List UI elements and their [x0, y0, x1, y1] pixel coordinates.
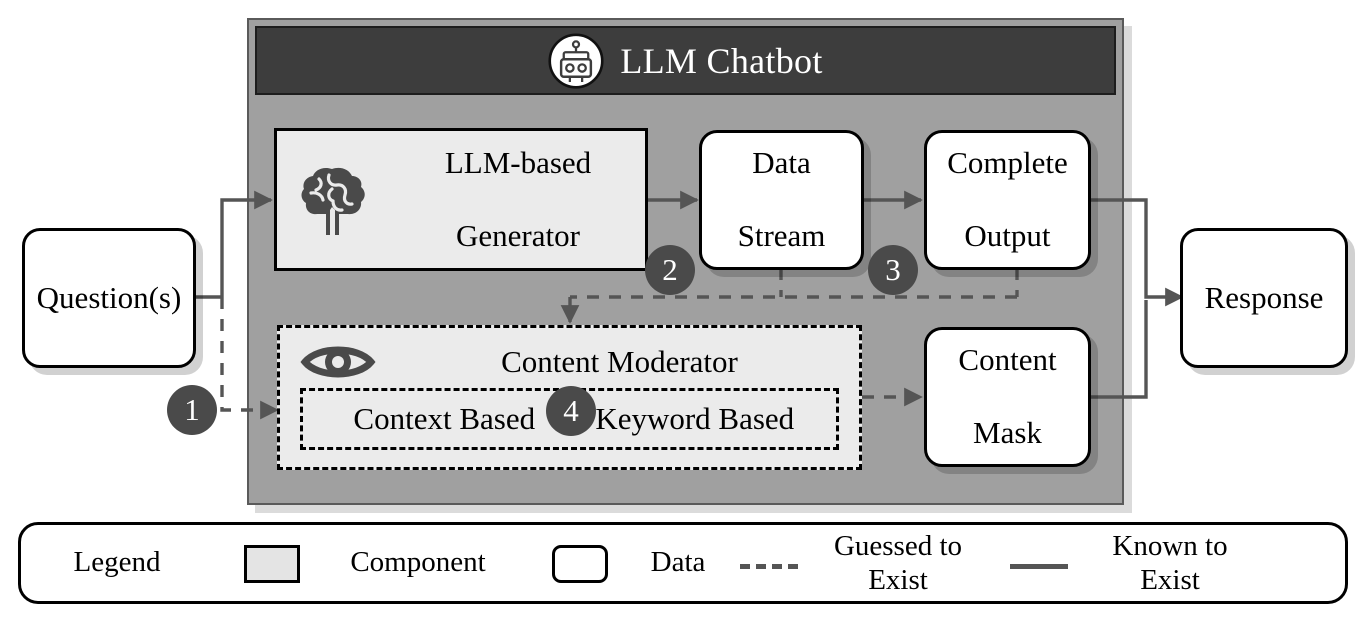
legend-guessed-label-line1: Guessed to: [833, 530, 963, 562]
legend-title: Legend: [73, 546, 161, 578]
node-complete-output-label-line2: Output: [964, 218, 1051, 254]
node-questions[interactable]: Question(s): [22, 228, 196, 368]
node-response-label: Response: [1204, 279, 1324, 315]
legend-component-label: Component: [350, 546, 486, 578]
legend-guessed-label-line2: Exist: [868, 564, 928, 596]
brain-icon: [299, 163, 367, 237]
node-llm-based-generator-label-line1: LLM-based: [444, 144, 592, 180]
legend-known-label-line1: Known to: [1112, 530, 1228, 562]
badge-step-2: 2: [645, 245, 695, 295]
node-complete-output-label-line1: Complete: [947, 145, 1068, 181]
legend-dashed-line-swatch: [740, 564, 798, 569]
node-content-mask[interactable]: Content Mask: [924, 327, 1091, 467]
node-keyword-based-label: Keyword Based: [595, 400, 795, 436]
node-complete-output[interactable]: Complete Output: [924, 130, 1091, 270]
edge-question-to-moderator: [220, 297, 279, 420]
node-data-stream[interactable]: Data Stream: [699, 130, 864, 270]
node-response[interactable]: Response: [1180, 228, 1348, 368]
node-content-mask-label-line2: Mask: [973, 415, 1042, 451]
node-content-moderator-label: Content Moderator: [501, 343, 738, 379]
legend-known-label-line2: Exist: [1140, 564, 1200, 596]
badge-step-3: 3: [868, 245, 918, 295]
eye-icon: [300, 340, 376, 384]
node-data-stream-label-line1: Data: [752, 145, 811, 181]
llm-chatbot-title: LLM Chatbot: [620, 40, 823, 81]
legend-data-label: Data: [650, 546, 706, 578]
badge-step-4: 4: [546, 386, 596, 436]
legend-box: [18, 522, 1348, 604]
edge-content-mask-to-response: [1091, 300, 1148, 399]
edge-question-to-generator: [220, 190, 273, 297]
edge-complete-output-to-response: [1091, 198, 1184, 307]
node-content-mask-label-line1: Content: [958, 342, 1057, 378]
node-data-stream-label-line2: Stream: [737, 218, 826, 254]
node-questions-label: Question(s): [36, 279, 182, 315]
badge-step-1: 1: [167, 385, 217, 435]
legend-component-swatch: [244, 545, 300, 583]
legend-solid-line-swatch: [1010, 564, 1068, 569]
node-llm-based-generator-label-line2: Generator: [456, 217, 580, 253]
legend-data-swatch: [552, 545, 608, 583]
node-llm-based-generator[interactable]: LLM-based Generator: [274, 128, 648, 271]
node-context-based-label: Context Based: [353, 400, 536, 436]
llm-chatbot-header: LLM Chatbot: [255, 26, 1116, 95]
robot-icon: [548, 32, 604, 89]
